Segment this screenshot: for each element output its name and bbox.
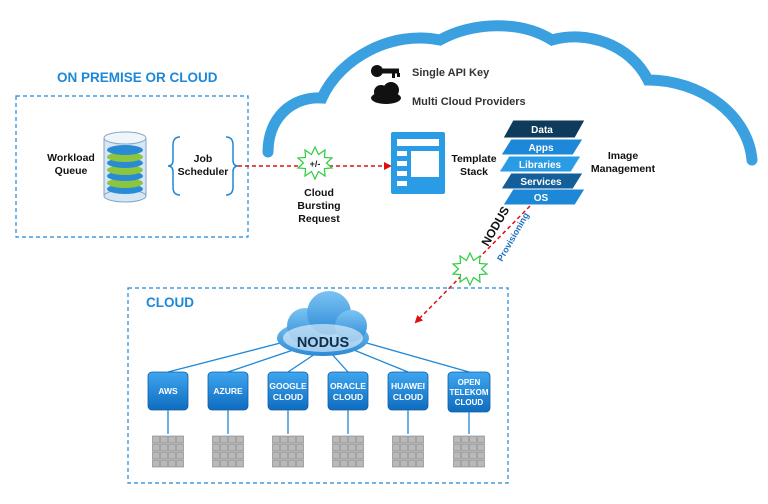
workload-label-line2: Queue bbox=[55, 165, 88, 177]
server-grid-icon bbox=[332, 435, 364, 468]
big-cloud-outline bbox=[262, 20, 758, 166]
provider-oracle-cloud[interactable]: ORACLE CLOUD bbox=[327, 371, 369, 411]
provider-open-telekom-label-line2: TELEKOM bbox=[449, 388, 488, 397]
database-icon bbox=[103, 131, 147, 203]
template-stack-icon bbox=[391, 132, 445, 194]
layer-data bbox=[502, 119, 586, 139]
key-icon bbox=[371, 65, 400, 78]
server-grid-icon bbox=[453, 435, 485, 468]
provider-azure-label: AZURE bbox=[213, 386, 243, 396]
bursting-starburst bbox=[296, 145, 334, 181]
server-grids bbox=[152, 410, 485, 468]
layer-services bbox=[500, 172, 584, 190]
template-label-line2: Stack bbox=[460, 166, 488, 178]
provider-oracle-label-line2: CLOUD bbox=[333, 392, 363, 402]
provider-open-telekom-label-line1: OPEN bbox=[458, 378, 481, 387]
workload-label-line1: Workload bbox=[47, 152, 95, 164]
provider-aws[interactable]: AWS bbox=[147, 371, 189, 411]
provider-google-cloud[interactable]: GOOGLE CLOUD bbox=[267, 371, 309, 411]
image-label-line1: Image bbox=[608, 150, 639, 162]
server-grid-icon bbox=[152, 435, 184, 468]
api-key-label: Single API Key bbox=[412, 67, 490, 79]
layer-label-apps: Apps bbox=[529, 143, 554, 154]
layer-label-libraries: Libraries bbox=[519, 160, 562, 171]
cloud-box bbox=[127, 287, 509, 484]
server-grid-icon bbox=[392, 435, 424, 468]
provider-google-label-line1: GOOGLE bbox=[269, 381, 307, 391]
cloud-icon bbox=[371, 82, 401, 104]
provider-open-telekom-cloud[interactable]: OPEN TELEKOM CLOUD bbox=[447, 371, 491, 413]
multi-cloud-label: Multi Cloud Providers bbox=[412, 96, 526, 108]
provider-azure[interactable]: AZURE bbox=[207, 371, 249, 411]
nodus-hub-label: NODUS bbox=[297, 335, 350, 351]
provider-oracle-label-line1: ORACLE bbox=[330, 381, 366, 391]
image-stack: Data Apps Libraries Services OS bbox=[498, 119, 586, 206]
left-brace bbox=[167, 136, 181, 196]
bursting-label-line3: Request bbox=[298, 213, 340, 225]
provisioning-starburst bbox=[451, 251, 489, 287]
layer-apps bbox=[500, 138, 584, 156]
provisioning-arrow bbox=[414, 205, 531, 324]
provider-huawei-label-line1: HUAWEI bbox=[391, 381, 425, 391]
bursting-label-line2: Bursting bbox=[297, 200, 340, 212]
server-grid-icon bbox=[212, 435, 244, 468]
layer-label-data: Data bbox=[531, 125, 553, 136]
on-premise-title: ON PREMISE OR CLOUD bbox=[57, 70, 218, 85]
layer-libraries bbox=[498, 155, 582, 173]
layer-label-services: Services bbox=[520, 177, 562, 188]
provider-google-label-line2: CLOUD bbox=[273, 392, 303, 402]
provider-huawei-label-line2: CLOUD bbox=[393, 392, 423, 402]
provider-aws-label: AWS bbox=[158, 386, 178, 396]
nodus-hub-cloud bbox=[277, 291, 369, 356]
provider-huawei-cloud[interactable]: HUAWEI CLOUD bbox=[387, 371, 429, 411]
scheduler-label-line1: Job bbox=[194, 153, 213, 165]
layer-label-os: OS bbox=[534, 193, 549, 204]
server-grid-icon bbox=[272, 435, 304, 468]
cloud-box-title: CLOUD bbox=[146, 295, 194, 310]
scheduler-label-line2: Scheduler bbox=[178, 166, 229, 178]
provider-open-telekom-label-line3: CLOUD bbox=[455, 398, 484, 407]
image-label-line2: Management bbox=[591, 163, 656, 175]
template-label-line1: Template bbox=[451, 153, 496, 165]
bursting-symbol: +/- bbox=[310, 159, 321, 169]
bursting-label-line1: Cloud bbox=[304, 187, 334, 199]
